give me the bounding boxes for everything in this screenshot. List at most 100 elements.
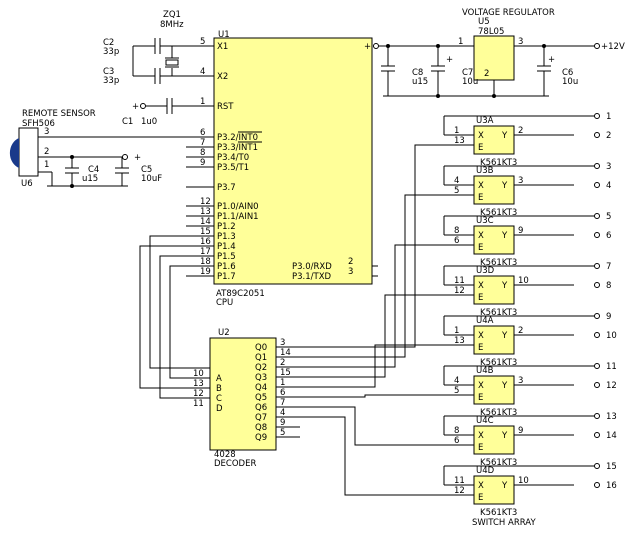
vreg-plus: + bbox=[364, 42, 371, 52]
switch-body bbox=[473, 475, 515, 505]
u2-pin-name: Q5 bbox=[255, 393, 267, 403]
xtal-ref: ZQ1 bbox=[163, 10, 181, 20]
switch-pin-number: 6 bbox=[454, 436, 459, 446]
svg-text:Y: Y bbox=[501, 481, 508, 491]
switch-ref: U3A bbox=[476, 116, 494, 126]
sensor-plus: + bbox=[134, 153, 141, 163]
u2-pin-number: 15 bbox=[280, 368, 291, 378]
switch-pin-number: 3 bbox=[518, 376, 523, 386]
switch-pin-number: 3 bbox=[518, 176, 523, 186]
u5-part: 78L05 bbox=[478, 27, 504, 37]
sensor-lens-icon bbox=[9, 138, 19, 168]
c2-value: 33p bbox=[103, 47, 119, 57]
voltage-regulator: VOLTAGE REGULATOR U5 78L05 1 3 2 + +12V … bbox=[364, 8, 625, 98]
svg-text:Y: Y bbox=[501, 131, 508, 141]
svg-text:E: E bbox=[478, 393, 483, 403]
route-wire bbox=[300, 344, 444, 388]
terminal-label: 16 bbox=[606, 481, 617, 491]
svg-text:Y: Y bbox=[501, 431, 508, 441]
switch-pin-number: 9 bbox=[518, 226, 523, 236]
switch-part: K561KT3 bbox=[480, 408, 517, 418]
terminal-label: 9 bbox=[606, 312, 611, 322]
switch-part: K561KT3 bbox=[480, 308, 517, 318]
svg-text:X: X bbox=[478, 181, 484, 191]
switch-pin-number: 12 bbox=[454, 486, 465, 496]
svg-text:E: E bbox=[478, 343, 483, 353]
u2-pin-number: 1 bbox=[280, 378, 285, 388]
svg-text:Y: Y bbox=[501, 331, 508, 341]
terminal-icon bbox=[594, 382, 600, 388]
u1-pin-number: 18 bbox=[200, 257, 211, 267]
sensor-ref: U6 bbox=[21, 179, 33, 189]
terminal-icon bbox=[594, 313, 600, 319]
svg-text:E: E bbox=[478, 443, 483, 453]
switch-pin-number: 6 bbox=[454, 236, 459, 246]
u2-pin-name: Q2 bbox=[255, 363, 267, 373]
svg-text:3: 3 bbox=[518, 37, 523, 47]
switch-ref: U3B bbox=[476, 166, 494, 176]
u1-pin-number: 4 bbox=[200, 67, 205, 77]
switch-pin-number: 4 bbox=[454, 176, 459, 186]
u1-pin-number: 5 bbox=[200, 37, 205, 47]
switch-pin-number: 12 bbox=[454, 286, 465, 296]
svg-text:E: E bbox=[478, 243, 483, 253]
crystal-section: ZQ1 8MHz C2 33p C3 33p bbox=[103, 10, 214, 86]
switch-pin-number: 10 bbox=[518, 476, 529, 486]
u1-pin-name: P1.3 bbox=[217, 232, 236, 242]
route-wire bbox=[300, 194, 444, 358]
switch-ref: U4B bbox=[476, 366, 494, 376]
decoder-to-switch-wiring bbox=[300, 144, 444, 496]
terminal-label: 8 bbox=[606, 281, 611, 291]
u2-pin-number: 14 bbox=[280, 348, 291, 358]
u2-pin-number: 5 bbox=[280, 428, 285, 438]
switch-pin-number: 11 bbox=[454, 476, 465, 486]
terminal-label: 11 bbox=[606, 362, 617, 372]
c4-value: u15 bbox=[82, 174, 98, 184]
xtal-value: 8MHz bbox=[160, 20, 184, 30]
u2-part: 4028 bbox=[214, 450, 236, 460]
terminal-icon bbox=[594, 463, 600, 469]
terminal-icon bbox=[594, 432, 600, 438]
u2-pin-name: Q6 bbox=[255, 403, 267, 413]
vreg-title: VOLTAGE REGULATOR bbox=[462, 8, 555, 18]
terminal-label: 15 bbox=[606, 462, 617, 472]
switch-body bbox=[473, 375, 515, 405]
terminal-icon bbox=[594, 213, 600, 219]
u1-pin-number: 3 bbox=[348, 267, 353, 277]
u1-pin-name: P1.2 bbox=[217, 222, 236, 232]
terminal-label: 6 bbox=[606, 231, 611, 241]
u1-pin-number: 8 bbox=[200, 148, 205, 158]
u1-pin-number: 13 bbox=[200, 207, 211, 217]
u1-pin-number: 1 bbox=[200, 97, 205, 107]
sensor-part: SFH506 bbox=[22, 119, 55, 129]
u2-pin-number: 7 bbox=[280, 398, 285, 408]
terminal-icon bbox=[594, 232, 600, 238]
c6-ref: C6 bbox=[562, 68, 573, 78]
u2-pin-number: 13 bbox=[193, 379, 204, 389]
c8-ref: C8 bbox=[412, 68, 423, 78]
u1-pin-name: P1.7 bbox=[217, 272, 236, 282]
u1-pin-name: P3.5/T1 bbox=[217, 163, 249, 173]
svg-text:X: X bbox=[478, 281, 484, 291]
terminal-icon bbox=[594, 113, 600, 119]
switch-ref: U3D bbox=[476, 266, 495, 276]
u1-pin-number: 2 bbox=[348, 257, 353, 267]
c2-ref: C2 bbox=[103, 38, 114, 48]
u2-pin-name: Q7 bbox=[255, 413, 267, 423]
svg-text:1: 1 bbox=[458, 37, 463, 47]
u1-pin-number: 6 bbox=[200, 128, 205, 138]
reset-section: + C1 1u0 bbox=[122, 98, 214, 127]
switch-part: K561KT3 bbox=[480, 508, 517, 518]
switch-array-label: SWITCH ARRAY bbox=[472, 518, 536, 528]
switch-ref: U4D bbox=[476, 466, 495, 476]
switch-part: K561KT3 bbox=[480, 258, 517, 268]
svg-text:E: E bbox=[478, 143, 483, 153]
u2-role: DECODER bbox=[214, 459, 256, 469]
u1-pin-name: P1.5 bbox=[217, 252, 236, 262]
terminal-icon bbox=[594, 332, 600, 338]
